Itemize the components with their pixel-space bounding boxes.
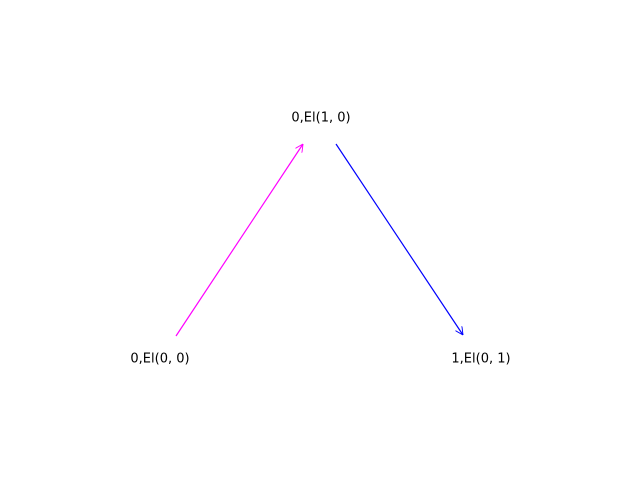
node-label-left: 0,El(0, 0) [130, 351, 190, 367]
edge-top-to-right [335, 143, 463, 335]
node-label-right: 1,El(0, 1) [451, 351, 511, 367]
node-label-top: 0,El(1, 0) [291, 110, 351, 126]
edge-left-to-top [175, 144, 303, 337]
